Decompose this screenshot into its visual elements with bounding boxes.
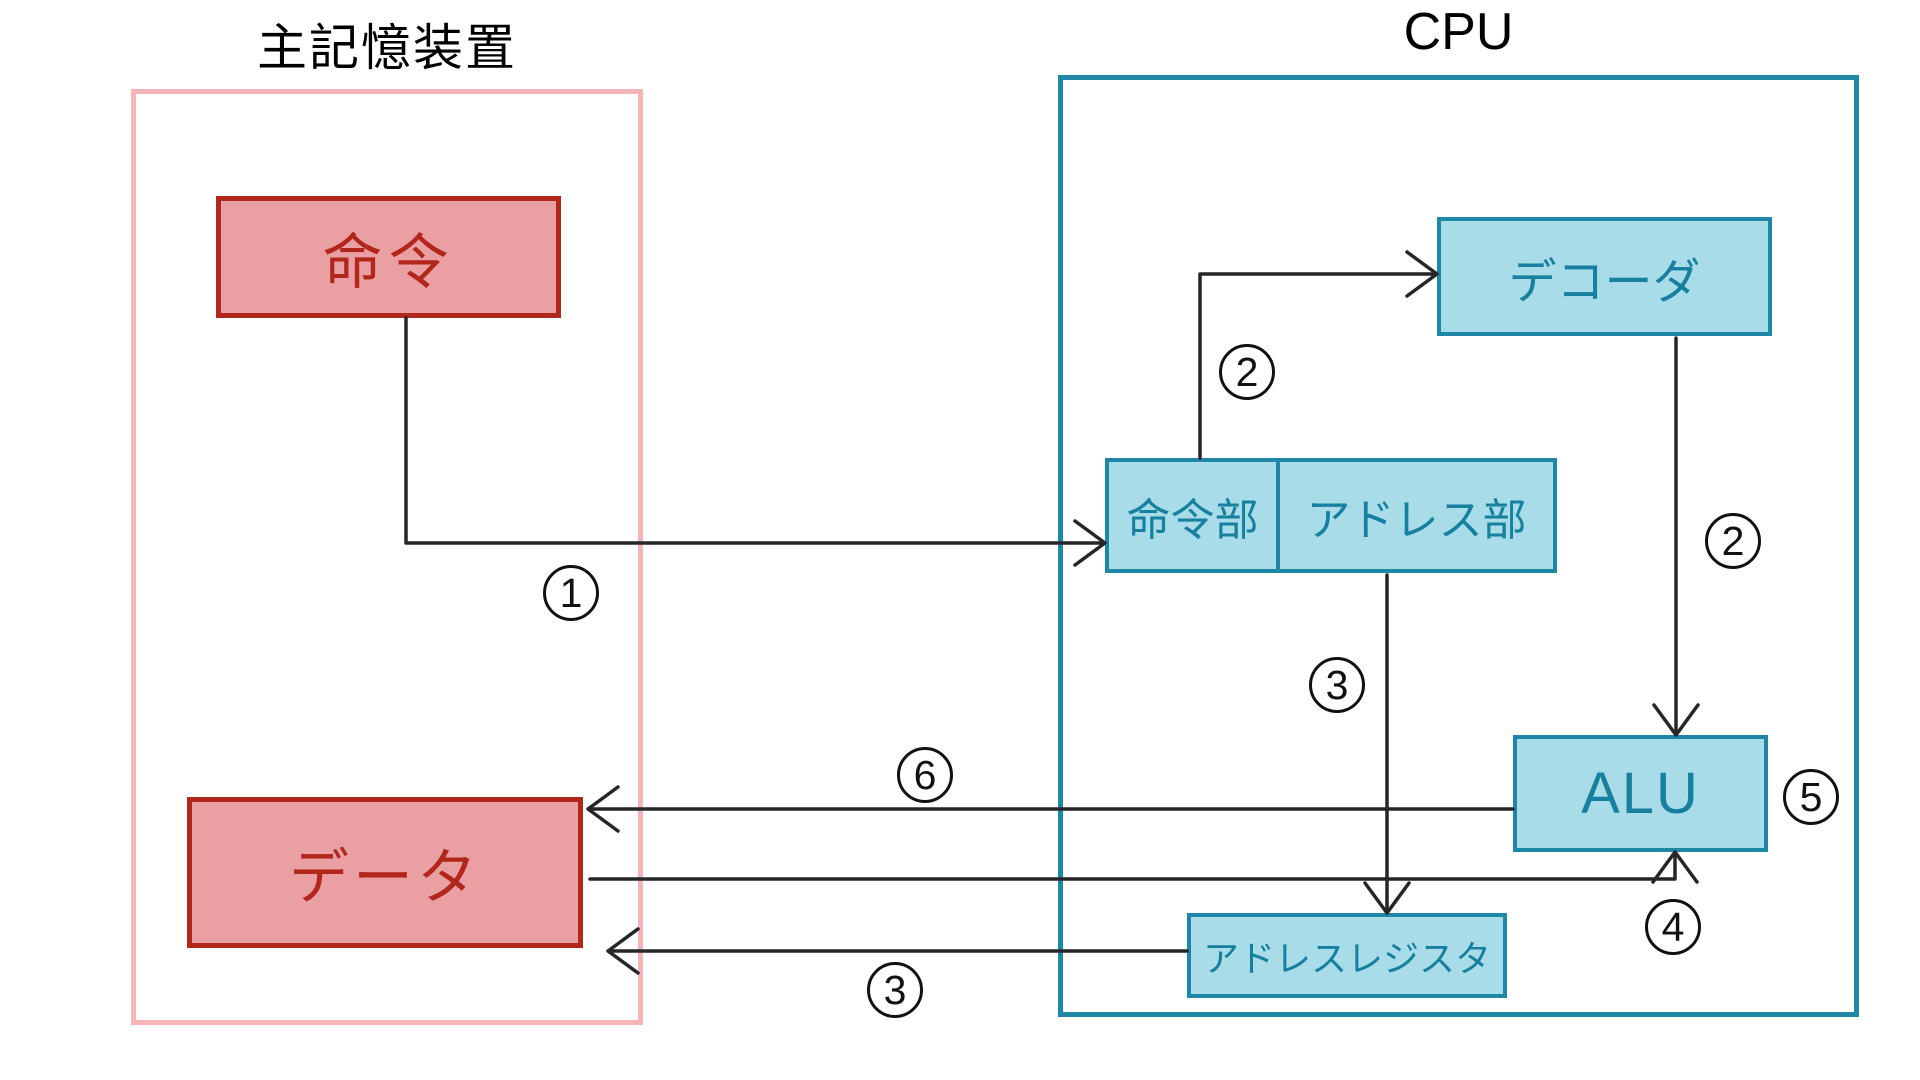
address-register-box: アドレスレジスタ [1187, 913, 1507, 998]
cpu-group-frame [1058, 75, 1859, 1017]
address-part-box: アドレス部 [1276, 458, 1557, 573]
instruction-register: 命令部 アドレス部 [1105, 458, 1557, 573]
step-label-3b: 3 [867, 962, 923, 1018]
step-label-5: 5 [1783, 769, 1839, 825]
instruction-box: 命令 [216, 196, 561, 318]
data-box: データ [187, 797, 583, 948]
step-label-3a: 3 [1309, 657, 1365, 713]
opcode-part-box: 命令部 [1105, 458, 1280, 573]
alu-box: ALU [1513, 735, 1768, 852]
step-label-6: 6 [897, 747, 953, 803]
main-memory-group-frame [131, 89, 643, 1025]
decoder-box: デコーダ [1437, 217, 1772, 336]
step-label-2a: 2 [1219, 344, 1275, 400]
step-label-1: 1 [543, 565, 599, 621]
step-label-2b: 2 [1705, 513, 1761, 569]
step-label-4: 4 [1645, 899, 1701, 955]
main-memory-title: 主記憶装置 [257, 20, 517, 76]
cpu-title: CPU [1403, 3, 1514, 61]
